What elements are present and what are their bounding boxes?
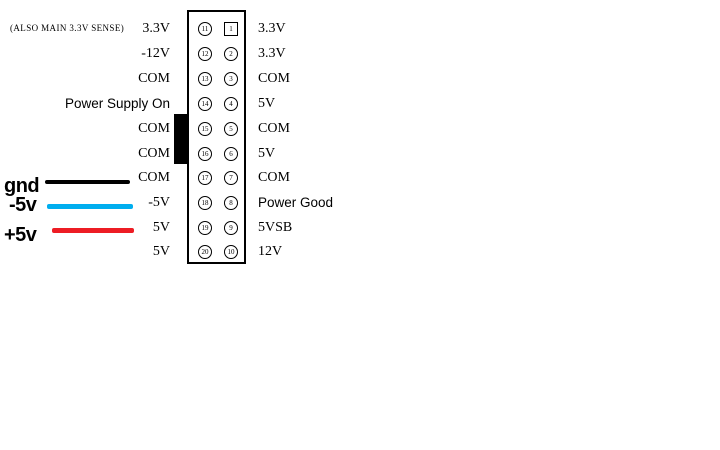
right-signal-label: 3.3V	[258, 46, 286, 61]
pin-9: 9	[224, 221, 238, 235]
pin-19: 19	[198, 221, 212, 235]
pin-number: 2	[229, 50, 233, 58]
pin-row-10: 5V 20 10 12V	[0, 243, 420, 261]
pin-number: 19	[201, 224, 209, 232]
pin-row-7: COM 17 7 COM	[0, 169, 420, 187]
pin-6: 6	[224, 147, 238, 161]
left-signal-label: 3.3V	[142, 21, 170, 36]
pin-18: 18	[198, 196, 212, 210]
right-signal-label: Power Good	[258, 195, 334, 210]
pin-row-4: Power Supply On 14 4 5V	[0, 95, 420, 113]
pin-number: 12	[201, 50, 209, 58]
gnd-wire-line	[45, 180, 130, 184]
left-signal-label: COM	[138, 170, 170, 185]
left-signal-label: COM	[138, 146, 170, 161]
pin-number: 4	[229, 100, 233, 108]
left-signal-label: 5V	[152, 220, 170, 235]
pin-number: 7	[229, 174, 233, 182]
pin-number: 17	[201, 174, 209, 182]
right-signal-label: 5V	[258, 96, 276, 111]
pin-number: 13	[201, 75, 209, 83]
pin-number: 8	[229, 199, 233, 207]
pin-13: 13	[198, 72, 212, 86]
pin-12: 12	[198, 47, 212, 61]
pin-number: 5	[229, 125, 233, 133]
right-signal-label: COM	[258, 170, 290, 185]
neg5v-wire-line	[47, 204, 133, 209]
pin-row-5: COM 15 5 COM	[0, 120, 420, 138]
pin-16: 16	[198, 147, 212, 161]
pin-row-2: -12V 12 2 3.3V	[0, 45, 420, 63]
pin-number: 16	[201, 150, 209, 158]
pin-number: 20	[201, 248, 209, 256]
pin-10: 10	[224, 245, 238, 259]
left-signal-label: Power Supply On	[64, 96, 170, 111]
left-signal-label: -5V	[148, 195, 170, 210]
pin-15: 15	[198, 122, 212, 136]
pin-number: 15	[201, 125, 209, 133]
pin-number: 3	[229, 75, 233, 83]
pin-number: 6	[229, 150, 233, 158]
sense-note: (ALSO MAIN 3.3V SENSE)	[10, 23, 125, 33]
pin-5: 5	[224, 122, 238, 136]
connector-key-tab	[174, 114, 189, 164]
pin-number: 10	[227, 248, 235, 256]
right-signal-label: 5V	[258, 146, 276, 161]
right-signal-label: COM	[258, 121, 290, 136]
pin-4: 4	[224, 97, 238, 111]
neg5v-label: -5v	[9, 194, 37, 216]
pin-row-6: COM 16 6 5V	[0, 145, 420, 163]
right-signal-label: 3.3V	[258, 21, 286, 36]
pin-17: 17	[198, 171, 212, 185]
pin-number: 9	[229, 224, 233, 232]
gnd-label: gnd	[4, 175, 40, 197]
right-signal-label: 5VSB	[258, 220, 293, 235]
pin-14: 14	[198, 97, 212, 111]
pin-3: 3	[224, 72, 238, 86]
pin-number: 18	[201, 199, 209, 207]
left-signal-label: 5V	[152, 244, 170, 259]
pin-8: 8	[224, 196, 238, 210]
pin-7: 7	[224, 171, 238, 185]
pin-20: 20	[198, 245, 212, 259]
pin-2: 2	[224, 47, 238, 61]
left-signal-label: -12V	[141, 46, 170, 61]
right-signal-label: 12V	[258, 244, 283, 259]
pin-number: 11	[201, 25, 209, 33]
left-signal-label: COM	[138, 121, 170, 136]
pin-11: 11	[198, 22, 212, 36]
pin-row-9: 5V 19 9 5VSB	[0, 219, 420, 237]
pin-1: 1	[224, 22, 238, 36]
pin-row-8: -5V 18 8 Power Good	[0, 194, 420, 212]
pos5v-label: +5v	[4, 224, 37, 246]
left-signal-label: COM	[138, 71, 170, 86]
right-signal-label: COM	[258, 71, 290, 86]
pos5v-wire-line	[52, 228, 134, 233]
pin-number: 1	[229, 25, 233, 33]
pin-number: 14	[201, 100, 209, 108]
pin-row-1: 3.3V 11 1 3.3V	[0, 20, 420, 38]
pin-row-3: COM 13 3 COM	[0, 70, 420, 88]
